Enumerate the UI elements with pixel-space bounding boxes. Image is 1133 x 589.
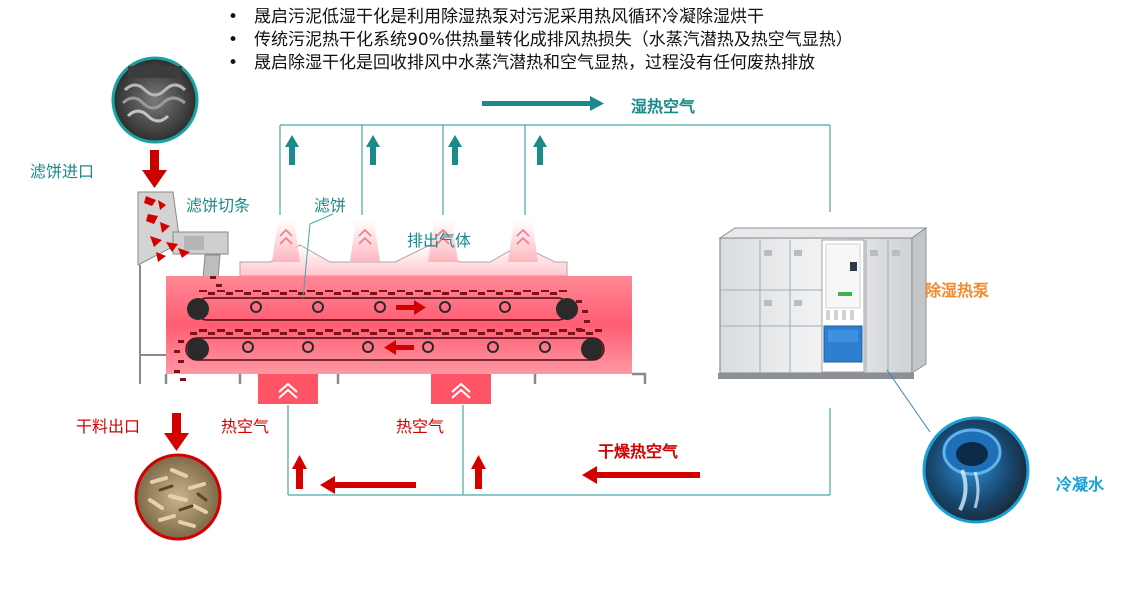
left-arrow-icon xyxy=(320,476,416,494)
down-arrow-icon xyxy=(164,413,189,451)
up-arrow-icon xyxy=(285,135,299,165)
humid-air-up-arrows xyxy=(285,135,547,165)
up-arrow-icon xyxy=(366,135,380,165)
cake-feeder xyxy=(137,191,229,384)
hot-air-label-2: 热空气 xyxy=(396,417,445,436)
up-arrow-icon xyxy=(292,455,307,489)
bullet-dot: • xyxy=(228,7,239,27)
exhaust-gas-label: 排出气体 xyxy=(407,231,472,250)
dry-air-arrows xyxy=(164,413,700,494)
conveyor-belt-upper xyxy=(187,290,578,321)
bullet-text: 晟启除湿干化是回收排风中水蒸汽潜热和空气显热，过程没有任何废热排放 xyxy=(254,53,815,73)
bullet-item: • 晟启污泥低湿干化是利用除湿热泵对污泥采用热风循环冷凝除湿烘干 xyxy=(228,6,853,29)
dryer-chamber xyxy=(164,213,647,404)
belt-direction-right-icon xyxy=(396,300,426,315)
condensate-water-label: 冷凝水 xyxy=(1056,475,1105,494)
bullet-text: 晟启污泥低湿干化是利用除湿热泵对污泥采用热风循环冷凝除湿烘干 xyxy=(254,7,764,27)
bullet-dot: • xyxy=(228,30,239,50)
condensate-pipe-photo xyxy=(922,416,1030,524)
filter-cake-strip-label: 滤饼切条 xyxy=(186,196,251,215)
steam-plume xyxy=(272,220,538,262)
up-arrow-icon xyxy=(471,455,486,489)
right-arrow-icon xyxy=(482,96,604,111)
dry-hot-air-label: 干燥热空气 xyxy=(598,442,679,461)
bullet-dot: • xyxy=(228,53,239,73)
return-duct xyxy=(279,124,831,215)
filter-cake-inlet-label: 滤饼进口 xyxy=(30,162,95,181)
dry-granules-photo xyxy=(134,453,222,541)
heat-pump-label: 除湿热泵 xyxy=(925,281,990,300)
hot-air-label-1: 热空气 xyxy=(221,417,270,436)
sludge-cake-photo xyxy=(111,56,199,144)
supply-duct xyxy=(287,405,831,496)
up-arrow-icon xyxy=(533,135,547,165)
humid-air-label: 湿热空气 xyxy=(631,97,696,116)
dry-material-outlet-label: 干料出口 xyxy=(76,417,141,436)
bullet-item: • 晟启除湿干化是回收排风中水蒸汽潜热和空气显热，过程没有任何废热排放 xyxy=(228,52,853,75)
left-arrow-icon xyxy=(582,466,700,484)
down-arrow-icon xyxy=(142,150,167,188)
belt-direction-left-icon xyxy=(384,340,414,355)
conveyor-belt-lower xyxy=(185,329,605,361)
bullet-item: • 传统污泥热干化系统90%供热量转化成排风热损失（水蒸汽潜热及热空气显热） xyxy=(228,29,853,52)
bullet-list: • 晟启污泥低湿干化是利用除湿热泵对污泥采用热风循环冷凝除湿烘干 • 传统污泥热干化… xyxy=(228,6,853,75)
filter-cake-label: 滤饼 xyxy=(314,196,347,215)
up-arrow-icon xyxy=(448,135,462,165)
heat-pump-unit xyxy=(718,227,928,379)
bullet-text: 传统污泥热干化系统90%供热量转化成排风热损失（水蒸汽潜热及热空气显热） xyxy=(254,30,853,50)
